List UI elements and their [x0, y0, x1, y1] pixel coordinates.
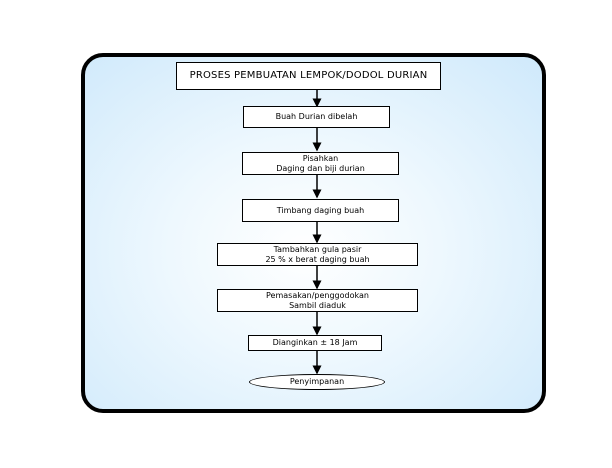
- diagram-title-text: PROSES PEMBUATAN LEMPOK/DODOL DURIAN: [189, 70, 428, 81]
- flow-step-text: Timbang daging buah: [276, 205, 365, 215]
- flow-step-separate-flesh-seeds: Pisahkan Daging dan biji durian: [242, 152, 399, 175]
- flow-step-text: Daging dan biji durian: [276, 163, 365, 173]
- flow-step-text: Penyimpanan: [289, 377, 345, 386]
- flow-step-weigh-flesh: Timbang daging buah: [242, 199, 399, 222]
- flow-step-text: 25 % x berat daging buah: [265, 254, 370, 264]
- flow-step-text: Buah Durian dibelah: [275, 112, 358, 121]
- flow-terminal-storage: Penyimpanan: [249, 374, 385, 390]
- diagram-title: PROSES PEMBUATAN LEMPOK/DODOL DURIAN: [176, 62, 441, 90]
- flow-step-text: Sambil diaduk: [289, 300, 346, 310]
- flow-step-cook-stir: Pemasakan/penggodokan Sambil diaduk: [217, 289, 418, 312]
- flow-step-text: Pisahkan: [302, 153, 339, 163]
- flow-step-air-dry: Dianginkan ± 18 Jam: [248, 335, 382, 351]
- flow-step-text: Tambahkan gula pasir: [273, 244, 362, 254]
- flow-step-split-durian: Buah Durian dibelah: [243, 106, 390, 128]
- flow-step-add-sugar: Tambahkan gula pasir 25 % x berat daging…: [217, 243, 418, 266]
- flow-step-text: Dianginkan ± 18 Jam: [272, 338, 358, 347]
- flow-step-text: Pemasakan/penggodokan: [266, 290, 369, 300]
